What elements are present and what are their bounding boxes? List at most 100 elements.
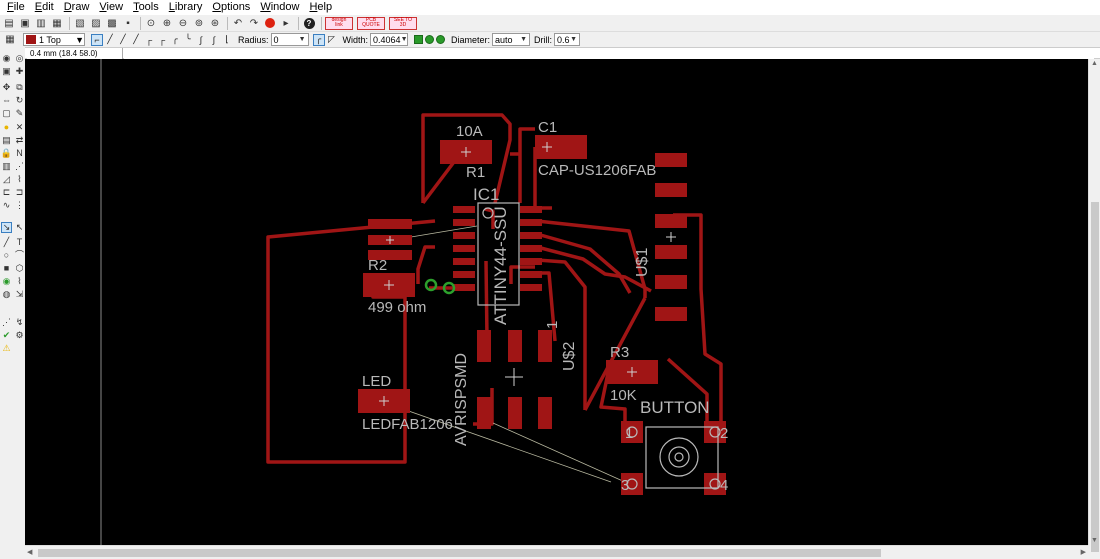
rect-icon[interactable]: ■	[3, 263, 10, 273]
wire-bend-10-icon[interactable]: ⌊	[225, 34, 229, 44]
erc-icon[interactable]: ⚙	[15, 330, 24, 340]
grid-icon[interactable]: ▦	[5, 34, 15, 45]
display-icon[interactable]: ▣	[2, 66, 11, 76]
help-icon[interactable]: ?	[302, 17, 316, 30]
horizontal-scroll-thumb[interactable]	[38, 549, 881, 557]
menu-library[interactable]: Library	[168, 1, 203, 13]
slice-icon[interactable]: ⋮	[15, 200, 24, 210]
zoom-out-icon[interactable]: ⊖	[178, 17, 188, 29]
command-input[interactable]	[124, 48, 1094, 59]
layer-select[interactable]: 1 Top ▼	[23, 33, 85, 46]
length-icon[interactable]: ∿	[2, 200, 11, 210]
redo-icon[interactable]: ↷	[249, 17, 259, 29]
circle-icon[interactable]: ○	[3, 250, 10, 260]
scroll-right-icon[interactable]: ▶	[1080, 549, 1086, 556]
ripup-icon[interactable]: ↖	[15, 222, 24, 232]
paste-icon[interactable]: ●	[3, 122, 10, 132]
wire-bend-6-icon[interactable]: ╭	[172, 34, 178, 44]
optimize-icon[interactable]: ⊏	[2, 187, 11, 197]
change-icon[interactable]: ✎	[15, 108, 24, 118]
menu-help[interactable]: Help	[309, 1, 333, 13]
errors-icon[interactable]: ⚠	[2, 343, 11, 353]
wire-bend-8-icon[interactable]: ∫	[199, 34, 203, 45]
horizontal-scrollbar[interactable]: ◀ ▶	[25, 545, 1088, 559]
value-icon[interactable]: ▥	[2, 161, 11, 171]
wire-bend-2-icon[interactable]: ╱	[120, 34, 126, 44]
menu-window[interactable]: Window	[260, 1, 300, 13]
see-3d-button[interactable]: SEE TO 3D	[389, 16, 417, 30]
via-octagon-icon[interactable]	[436, 35, 446, 44]
text-icon[interactable]: T	[16, 237, 23, 247]
signal-icon[interactable]: ⌇	[17, 276, 22, 286]
miter-round-icon[interactable]: ╭	[312, 33, 325, 46]
drc-icon[interactable]: ✔	[2, 330, 11, 340]
replace-icon[interactable]: ⇄	[15, 135, 24, 145]
route-icon[interactable]: ↘	[1, 222, 12, 233]
diameter-select[interactable]: auto▼	[492, 33, 531, 46]
pcb-quote-button[interactable]: PCB QUOTE	[357, 16, 385, 30]
radius-select[interactable]: 0▼	[270, 33, 309, 46]
wire-bend-1-icon[interactable]: ╱	[107, 34, 113, 44]
scroll-down-icon[interactable]: ▼	[1091, 537, 1098, 544]
ulp-icon[interactable]: ▪	[126, 17, 130, 29]
wire-bend-9-icon[interactable]: ∫	[212, 34, 216, 45]
drill-select[interactable]: 0.6▼	[554, 33, 581, 46]
print-icon[interactable]: ▥	[36, 17, 46, 29]
wire-bend-3-icon[interactable]: ╱	[133, 34, 139, 44]
name-icon[interactable]: N	[16, 148, 23, 158]
wire-bend-4-icon[interactable]: ┌	[145, 34, 153, 45]
via-square-icon[interactable]	[414, 35, 424, 44]
save-icon[interactable]: ▣	[20, 17, 30, 29]
schematic-icon[interactable]: ▧	[75, 17, 85, 29]
polygon-icon[interactable]: ⬡	[15, 263, 24, 273]
menu-file[interactable]: File	[7, 1, 25, 13]
cam-icon[interactable]: ▦	[52, 17, 62, 29]
width-select[interactable]: 0.4064▼	[370, 33, 409, 46]
hole-icon[interactable]: ◍	[2, 289, 11, 299]
wire-bend-0-icon[interactable]: ⌐	[91, 33, 103, 46]
group-icon[interactable]: ▢	[2, 108, 11, 118]
info-icon[interactable]: ◉	[2, 53, 11, 63]
via-icon[interactable]: ◉	[2, 276, 11, 286]
scroll-left-icon[interactable]: ◀	[27, 549, 33, 556]
menu-options[interactable]: Options	[212, 1, 251, 13]
mark-icon[interactable]: ✚	[15, 66, 24, 76]
board-icon[interactable]: ▨	[91, 17, 101, 29]
undo-icon[interactable]: ↶	[233, 17, 243, 29]
arc-icon[interactable]: ⌒	[14, 250, 24, 260]
wire-icon[interactable]: ╱	[3, 237, 10, 247]
menu-view[interactable]: View	[99, 1, 124, 13]
show-icon[interactable]: ◎	[15, 53, 24, 63]
mirror-icon[interactable]: ⇔	[2, 95, 11, 105]
split-icon[interactable]: ⌇	[17, 174, 22, 184]
meander-icon[interactable]: ⊐	[15, 187, 24, 197]
zoom-select-icon[interactable]: ⊛	[210, 17, 220, 29]
smash-icon[interactable]: ⋰	[15, 161, 24, 171]
script-icon[interactable]: ▩	[107, 17, 117, 29]
design-link-button[interactable]: design link	[325, 16, 353, 30]
zoom-in-icon[interactable]: ⊕	[162, 17, 172, 29]
open-icon[interactable]: ▤	[4, 17, 14, 29]
miter-icon[interactable]: ◿	[3, 174, 10, 184]
move-icon[interactable]: ✥	[2, 82, 11, 92]
rotate-icon[interactable]: ↻	[15, 95, 24, 105]
menu-edit[interactable]: Edit	[34, 1, 54, 13]
autorouter-icon[interactable]: ↯	[15, 317, 24, 327]
menu-draw[interactable]: Draw	[63, 1, 90, 13]
ratsnest-icon[interactable]: ⋰	[2, 317, 11, 327]
via-round-icon[interactable]	[425, 35, 435, 44]
delete-icon[interactable]: ✕	[15, 122, 24, 132]
stop-icon[interactable]	[263, 17, 277, 30]
wire-bend-7-icon[interactable]: ╰	[185, 34, 191, 44]
lock-icon[interactable]: 🔒	[0, 148, 13, 158]
wire-bend-5-icon[interactable]: ┌	[158, 34, 166, 45]
add-icon[interactable]: ▤	[2, 135, 11, 145]
scroll-up-icon[interactable]: ▲	[1091, 60, 1098, 67]
attribute-icon[interactable]: ⇲	[15, 289, 24, 299]
copy-icon[interactable]: ⧉	[16, 82, 23, 92]
vertical-scroll-thumb[interactable]	[1091, 202, 1099, 552]
menu-tools[interactable]: Tools	[133, 1, 159, 13]
board-canvas[interactable]: 10A R1 C1 CAP-US1206FAB IC1 ATTINY44-SSU…	[25, 59, 1088, 545]
vertical-scrollbar[interactable]: ▲ ▼	[1088, 59, 1100, 552]
zoom-redraw-icon[interactable]: ⊚	[194, 17, 204, 29]
